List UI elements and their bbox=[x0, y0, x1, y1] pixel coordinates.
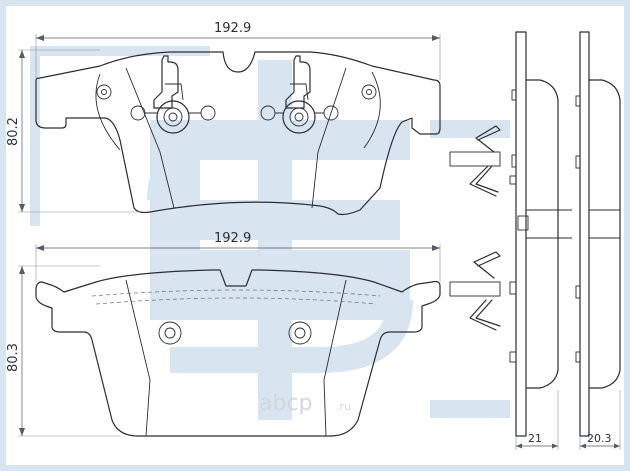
top-width-value: 192.9 bbox=[214, 21, 251, 36]
top-brake-pad bbox=[35, 51, 441, 216]
watermark-brand: abcp bbox=[259, 391, 313, 416]
side-a-thickness-dimension: 21 bbox=[515, 390, 559, 450]
side-view-b bbox=[575, 31, 621, 437]
bottom-height-dimension: 80.3 bbox=[6, 265, 120, 437]
watermark-domain-suffix: .ru bbox=[336, 400, 351, 413]
bottom-height-value: 80.3 bbox=[6, 343, 21, 372]
side-view-a bbox=[509, 31, 572, 437]
side-b-thickness-value: 20.3 bbox=[587, 432, 612, 445]
top-width-dimension: 192.9 bbox=[35, 21, 441, 80]
bottom-width-value: 192.9 bbox=[214, 231, 251, 246]
bottom-brake-pad bbox=[35, 269, 441, 437]
anti-rattle-spring-upper bbox=[449, 125, 501, 197]
anti-rattle-spring-lower bbox=[449, 251, 501, 331]
bottom-width-dimension: 192.9 bbox=[35, 231, 441, 282]
side-a-thickness-value: 21 bbox=[528, 432, 542, 445]
side-b-thickness-dimension: 20.3 bbox=[579, 390, 621, 450]
top-height-value: 80.2 bbox=[6, 117, 21, 146]
watermark-brand-text: abcp .ru bbox=[259, 391, 351, 416]
top-height-dimension: 80.2 bbox=[6, 49, 140, 213]
